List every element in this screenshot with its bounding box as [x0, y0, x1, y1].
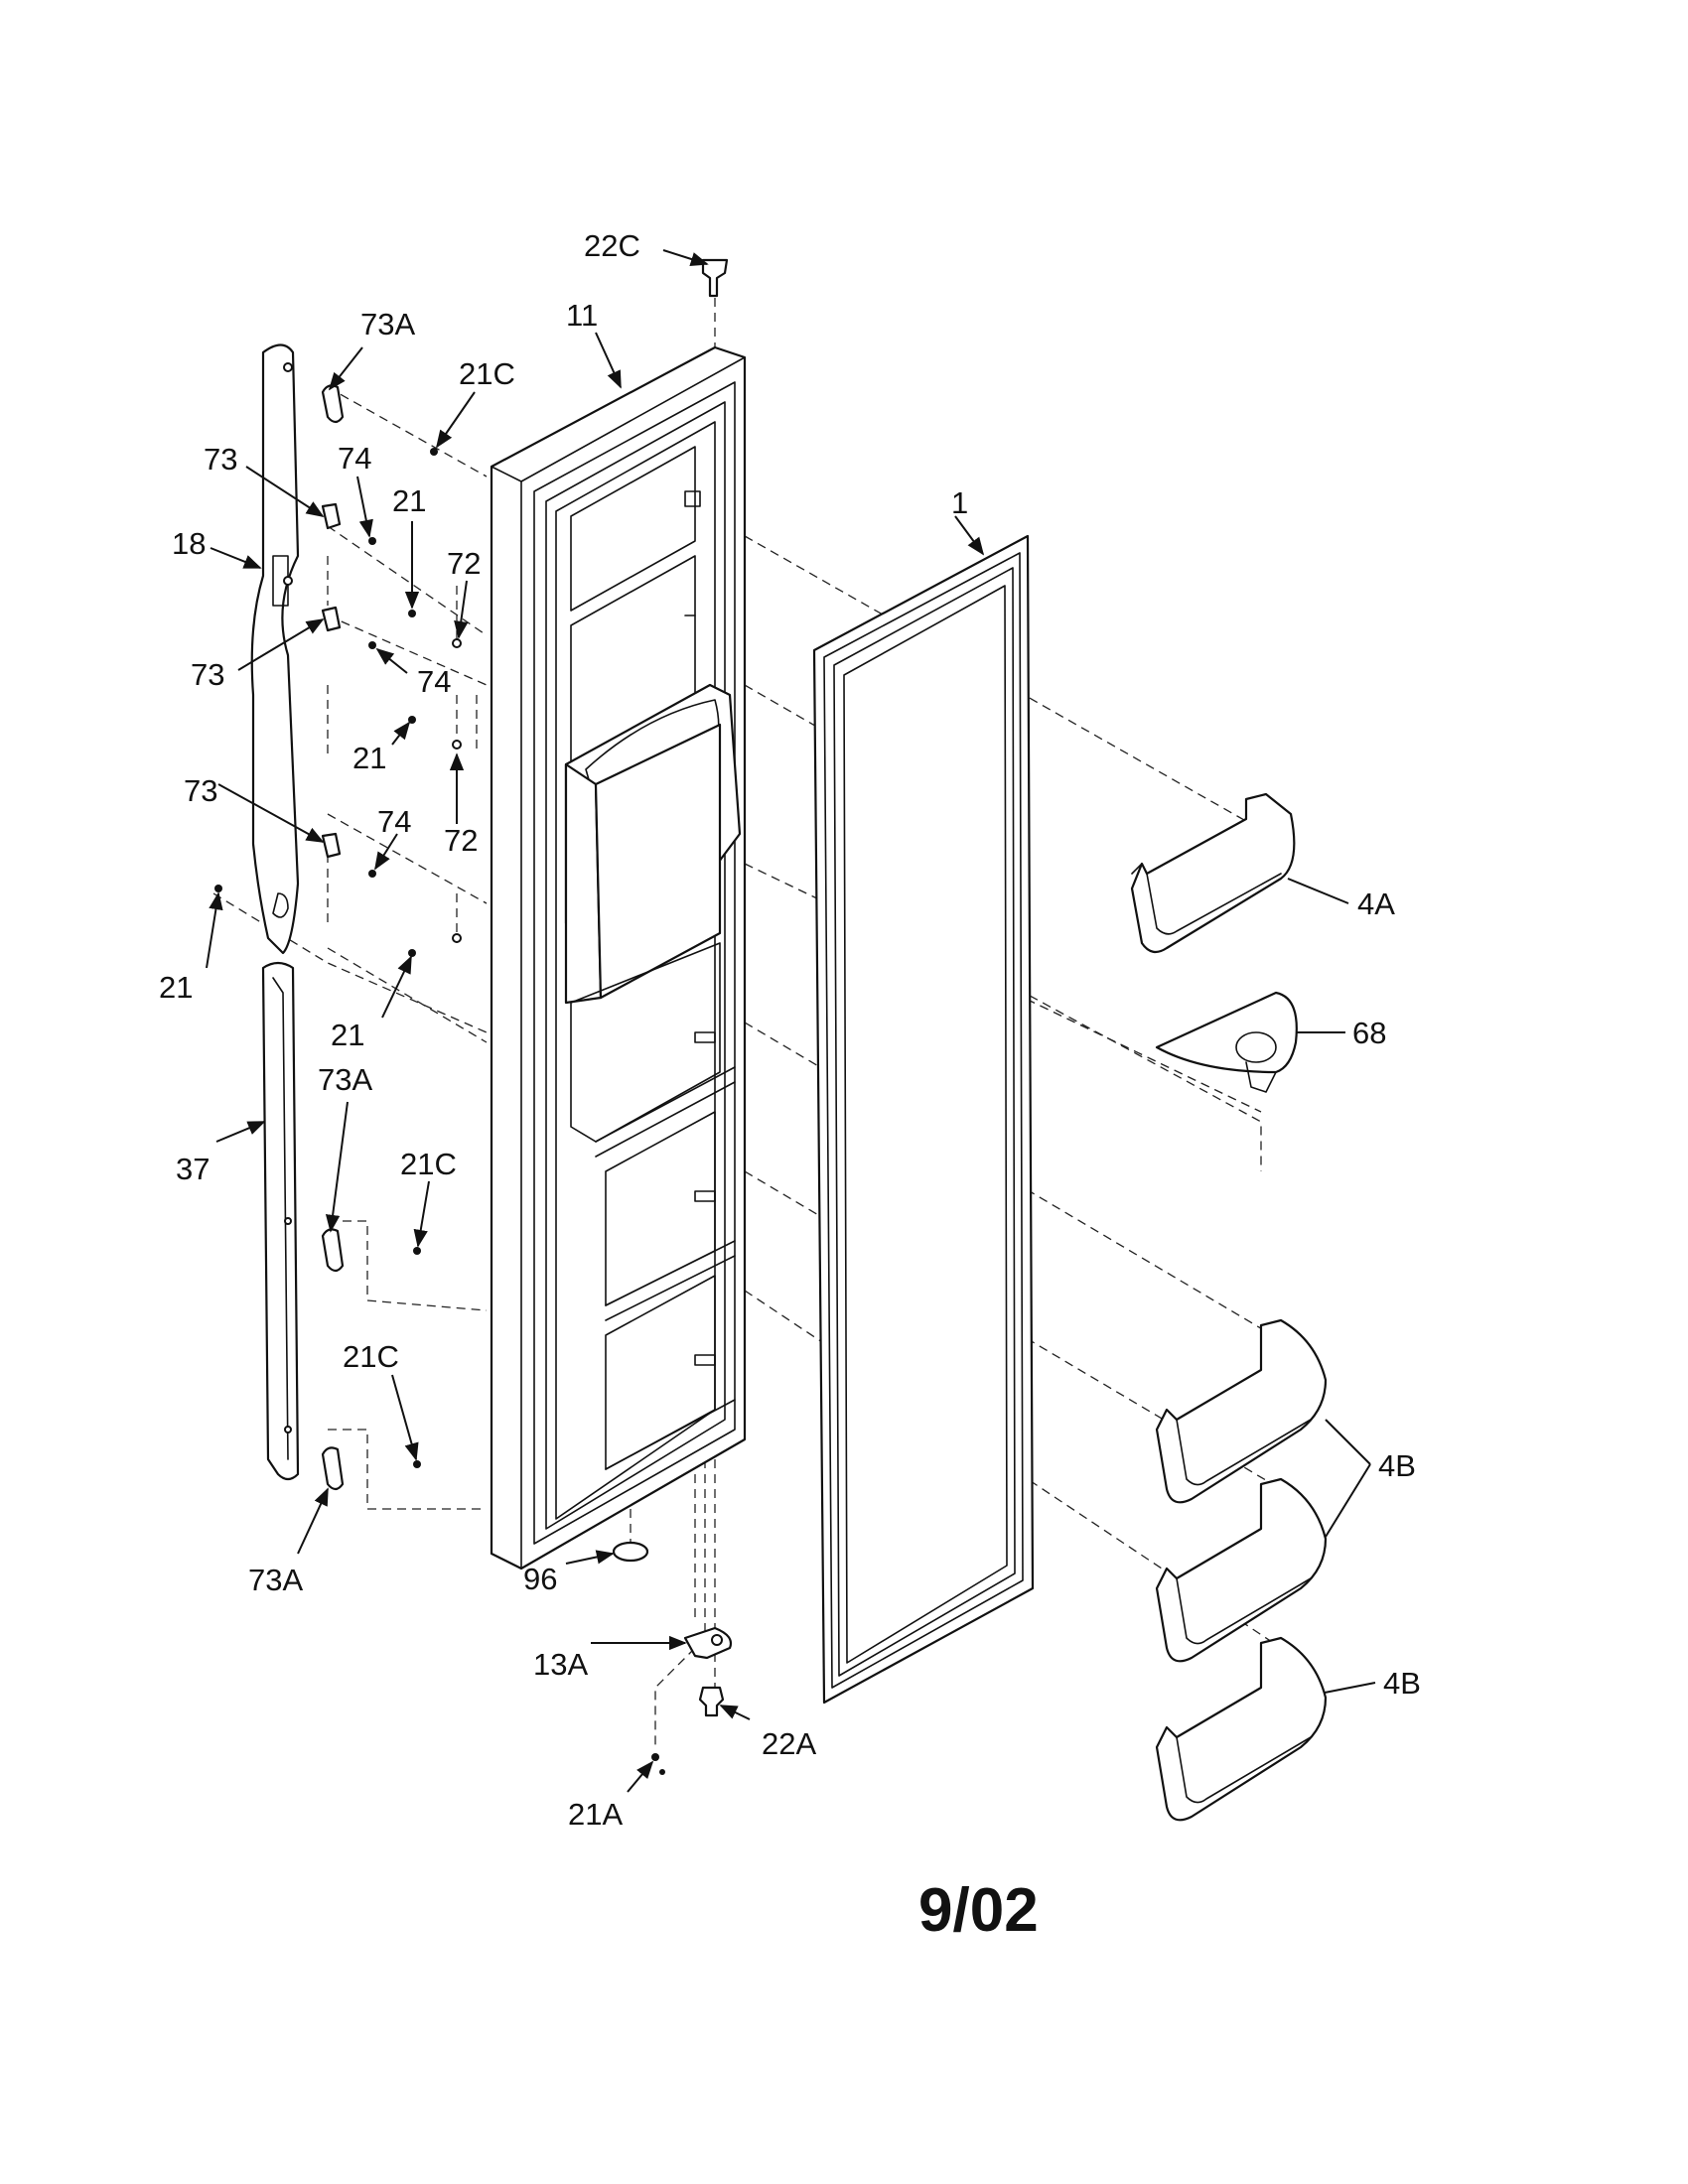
callout-11: 11: [566, 298, 598, 333]
door-gasket: [812, 534, 1035, 1705]
callout-72-1: 72: [447, 546, 481, 581]
callout-21C-top: 21C: [459, 356, 515, 391]
callout-21C-mid: 21C: [400, 1147, 457, 1181]
door-bin-4B-3: [1155, 1636, 1328, 1822]
callout-labels: 22C 11 73A 21C 73 74 21 72 18 73 74 21 7…: [159, 228, 1421, 1832]
callout-73-3: 73: [184, 773, 217, 808]
door-bin-4B-2: [1155, 1477, 1328, 1663]
callout-22A: 22A: [762, 1726, 816, 1761]
assembly-lines: [212, 298, 1282, 1747]
callout-13A: 13A: [533, 1647, 588, 1682]
callout-68: 68: [1352, 1016, 1386, 1050]
hardware: [214, 258, 733, 1775]
callout-21-2: 21: [352, 741, 386, 775]
callout-73A-bot: 73A: [248, 1563, 303, 1597]
callout-21-3: 21: [159, 970, 193, 1005]
lower-trim: [261, 961, 300, 1481]
callout-37: 37: [176, 1152, 210, 1186]
callout-74-1: 74: [338, 441, 371, 476]
door-bin-4A: [1130, 792, 1296, 954]
callout-1: 1: [951, 485, 968, 520]
callout-18: 18: [172, 526, 206, 561]
callout-74-3: 74: [377, 804, 411, 839]
callout-22C: 22C: [584, 228, 640, 263]
door-assembly: [490, 345, 747, 1570]
callout-74-2: 74: [417, 664, 451, 699]
callout-21A: 21A: [568, 1797, 623, 1832]
door-bin-4B-1: [1155, 1318, 1328, 1504]
callout-73A-mid: 73A: [318, 1062, 372, 1097]
callout-4A: 4A: [1357, 887, 1395, 921]
callout-4B-2: 4B: [1383, 1666, 1421, 1701]
callout-73-1: 73: [204, 442, 237, 477]
callout-72-2: 72: [444, 823, 478, 858]
callout-73A-top: 73A: [360, 307, 415, 341]
callout-4B-1: 4B: [1378, 1448, 1416, 1483]
callout-96: 96: [523, 1562, 557, 1596]
revision-date: 9/02: [918, 1876, 1039, 1945]
callout-21C-low: 21C: [343, 1339, 399, 1374]
callout-21-4: 21: [331, 1018, 364, 1052]
callout-73-2: 73: [191, 657, 224, 692]
ice-chute-68: [1155, 991, 1298, 1093]
callout-21-1: 21: [392, 483, 426, 518]
leader-lines: [206, 249, 1376, 1793]
